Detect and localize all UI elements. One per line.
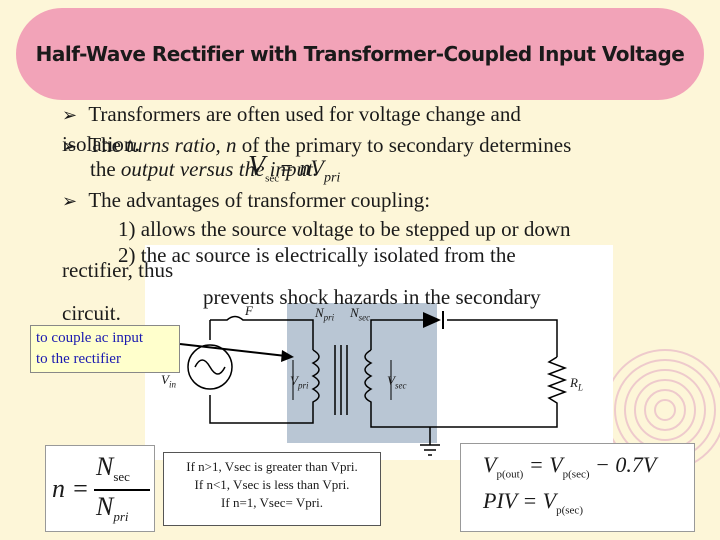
diode-icon (423, 312, 441, 328)
title-banner: Half-Wave Rectifier with Transformer-Cou… (16, 8, 704, 100)
v-sec-label: Vsec (387, 373, 406, 391)
formula-v: V (248, 151, 266, 182)
formula-pri: pri (323, 170, 341, 186)
eq-vout-eq: = V (528, 452, 563, 477)
v-pri-text: V (290, 373, 298, 388)
turns-ratio-equation: n = Nsec Npri (45, 445, 155, 532)
eq-num-sub: sec (113, 469, 130, 485)
v-sec-text: V (387, 373, 395, 388)
formula-sec: sec (265, 172, 280, 185)
v-sec-sub: sec (394, 380, 407, 391)
advantage-3: prevents shock hazards in the secondary (203, 285, 541, 309)
resistor-icon (546, 356, 568, 407)
slide-title: Half-Wave Rectifier with Transformer-Cou… (35, 42, 685, 66)
advantage-2: 2) the ac source is electrically isolate… (118, 243, 516, 267)
bullet-2: ➢ The turns ratio, n of the primary to s… (62, 133, 571, 159)
eq-num: Nsec (96, 452, 130, 485)
note-line-2: If n<1, Vsec is less than Vpri. (194, 477, 350, 492)
n-sec-text: N (350, 305, 359, 320)
n-pri-sub: pri (323, 312, 335, 323)
formula-eq: = nV (279, 155, 324, 180)
primary-coil-icon (311, 349, 320, 415)
bullet-3: ➢ The advantages of transformer coupling… (62, 188, 430, 214)
advantage-2-continued: rectifier, thus (62, 258, 174, 282)
callout-box: to couple ac input to the rectifier (30, 325, 180, 373)
bullet-2-continued: the output versus the input. (90, 157, 319, 181)
note-line-1: If n>1, Vsec is greater than Vpri. (186, 459, 358, 474)
advantage-3-continued: circuit. (62, 301, 121, 325)
eq-piv-eq: = V (522, 488, 557, 513)
n-pri-label: Npri (315, 305, 334, 323)
rl-text: R (570, 375, 578, 390)
n-pri-text: N (315, 305, 324, 320)
eq-vout: Vp(out) = Vp(sec) − 0.7V (483, 452, 656, 480)
vsec-formula: Vsec= nVpri (248, 152, 340, 194)
callout-line-1: to couple ac input (36, 330, 144, 346)
callout-line-2: to the rectifier (36, 351, 121, 367)
transformer-backdrop (287, 303, 437, 443)
bullet-1: ➢ Transformers are often used for voltag… (62, 102, 521, 128)
eq-num-text: N (96, 452, 114, 481)
n-sec-sub: sec (358, 312, 371, 323)
v-in-label: Vin (161, 372, 176, 390)
arrow-bullet-icon: ➢ (62, 136, 78, 157)
eq-n-label: n = (52, 474, 90, 503)
rl-sub: L (577, 382, 583, 393)
eq-piv: PIV = Vp(sec) (483, 488, 583, 516)
eq-den: Npri (96, 492, 129, 525)
arrow-bullet-icon: ➢ (62, 105, 78, 126)
eq-den-sub: pri (113, 509, 129, 525)
eq-piv-lhs: PIV (483, 488, 517, 513)
bullet-1-text: Transformers are often used for voltage … (88, 102, 521, 126)
v-pri-label: Vpri (290, 373, 308, 391)
advantage-1: 1) allows the source voltage to be stepp… (118, 217, 571, 241)
circuit-svg (187, 303, 568, 456)
v-in-sub: in (168, 379, 176, 390)
eq-piv-rhs-sub: p(sec) (556, 504, 583, 517)
ratio-notes: If n>1, Vsec is greater than Vpri. If n<… (163, 452, 381, 526)
eq-vout-rhs-sub: p(sec) (562, 468, 590, 481)
secondary-coil-icon (364, 349, 373, 415)
eq-den-text: N (96, 492, 114, 521)
rl-label: RL (570, 375, 583, 393)
callout-arrow-icon (179, 343, 294, 362)
eq-vout-lhs: V (483, 452, 497, 477)
eq-vout-lhs-sub: p(out) (496, 468, 524, 481)
bullet-1-continued: isolation. (62, 132, 140, 156)
n-sec-label: Nsec (350, 305, 370, 323)
eq-vout-tail: − 0.7V (595, 452, 657, 477)
circuit-diagram: F Npri Nsec Vpri Vsec Vin RL (145, 245, 613, 460)
bullet-2-text: The turns ratio, n of the primary to sec… (88, 133, 572, 157)
bullet-1-text-cont: isolation. (62, 132, 140, 156)
fuse-label: F (245, 303, 253, 318)
arrow-bullet-icon: ➢ (62, 191, 78, 212)
v-pri-sub: pri (297, 380, 309, 391)
output-equations: Vp(out) = Vp(sec) − 0.7V PIV = Vp(sec) (460, 443, 695, 532)
note-line-3: If n=1, Vsec= Vpri. (221, 495, 323, 510)
bullet-3-text: The advantages of transformer coupling: (88, 188, 431, 212)
v-in-text: V (161, 372, 169, 387)
fraction-bar (94, 489, 150, 491)
